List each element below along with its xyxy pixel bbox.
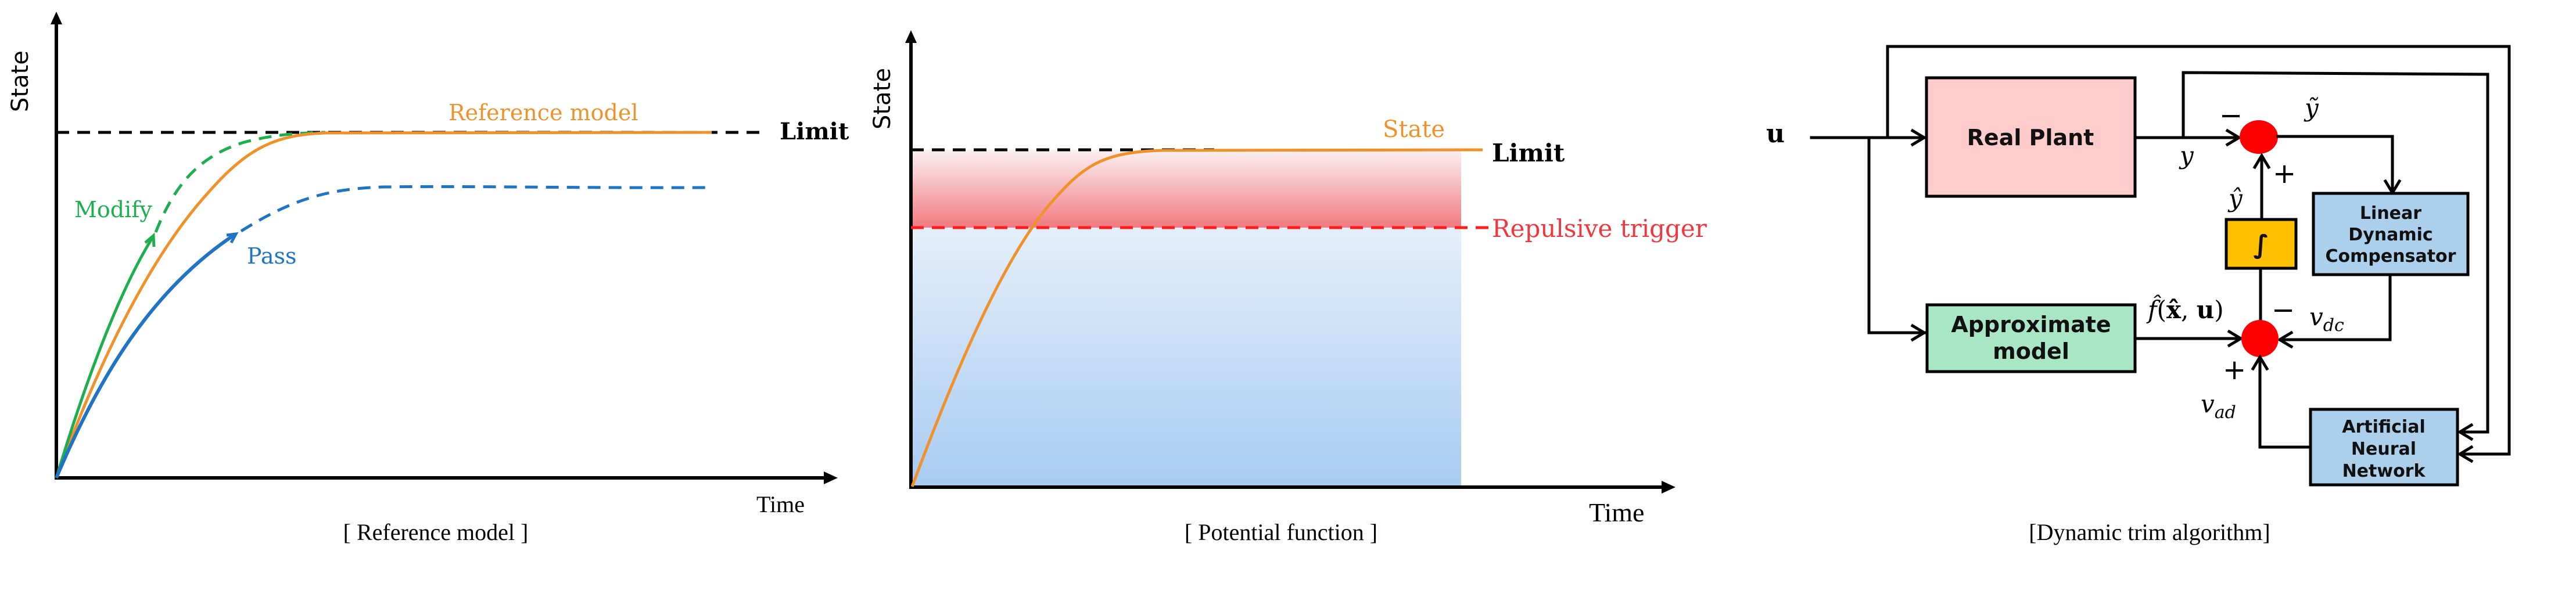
f-u: u [2197,296,2215,324]
state-curve [910,148,1483,487]
panel-potential-function: State State Limit Repulsive trigger Time… [869,30,1707,545]
ldc-label-line2: Dynamic [2348,225,2433,245]
limit-label: Limit [1492,139,1565,167]
approx-input-arrow [1910,323,1927,342]
modify-curve [55,237,154,478]
pass-curve [55,233,236,479]
ann-input-arrow-inner [2457,423,2474,441]
panel-caption: [ Reference model ] [343,519,529,545]
pass-arrowhead [226,232,239,244]
x-axis-label: Time [1589,498,1644,527]
x-axis-arrowhead [1662,481,1676,494]
ldc-label-line1: Linear [2360,203,2421,224]
vad-wire [2258,357,2312,449]
modify-curve-dashed [154,131,326,233]
limit-label: Limit [780,118,849,145]
approx-input-wire [1867,136,1926,334]
panel-caption: [ Potential function ] [1185,519,1377,545]
y-axis-arrowhead [905,30,917,43]
ann-label-line1: Artificial [2342,417,2425,437]
sum1-minus-sign: − [2219,99,2243,132]
safe-zone [911,228,1461,487]
y-axis-arrowhead [51,12,62,24]
ann-label-line2: Neural [2351,439,2416,459]
ann-input-arrow-outer [2457,445,2474,463]
real-plant-block [1925,76,2137,198]
sum1-plus-sign: + [2273,157,2296,190]
f-open-paren: ( [2157,296,2166,324]
f-comma: , [2181,296,2197,324]
approx-model-label-line1: Approximate [1951,312,2111,337]
approx-model-label-line2: model [1993,339,2069,364]
reference-model-label: Reference model [449,100,638,125]
state-label: State [1383,116,1445,143]
summing-junction-2 [2241,320,2279,357]
vad-v: v [2201,390,2215,418]
signal-y-tilde-label: ỹ [2304,93,2319,122]
panel-caption: [Dynamic trim algorithm] [2029,519,2270,545]
outer-loop-wire [1886,45,2511,456]
plant-input-arrow [1910,128,1927,147]
panel-dynamic-trim: u Real Plant y − ỹ Linear Dynamic Compen… [1766,45,2511,545]
sum1-yhat-arrow [2252,153,2271,170]
x-axis-arrowhead [824,471,838,484]
sum2-vdc-arrow [2277,330,2294,349]
repulsive-trigger-label: Repulsive trigger [1492,214,1707,243]
vdc-v: v [2309,303,2323,331]
reference-model-curve [55,131,712,478]
signal-y-hat-label: ŷ [2227,184,2243,213]
sum2-vad-arrow [2251,354,2269,371]
signal-f-hat-label: f̂(x̂, u) [2146,294,2224,324]
sum2-minus-sign: − [2272,294,2295,326]
pass-label: Pass [247,243,297,269]
integrator-symbol: ∫ [2254,230,2269,260]
y-axis-label: State [869,68,896,129]
vdc-wire [2279,273,2392,341]
modify-label: Modify [74,197,152,222]
modify-arrowhead [144,232,156,247]
vdc-subscript: dc [2323,315,2344,336]
y-axis-label: State [7,51,34,112]
inner-loop-wire [2182,71,2489,434]
x-axis-label: Time [756,491,805,517]
signal-vad-label: vad [2201,390,2236,423]
ann-label-line3: Network [2342,461,2426,481]
ldc-label-line3: Compensator [2326,246,2456,267]
sum1-input-arrow [2225,128,2242,147]
pass-curve-dashed [240,185,706,233]
repulsive-zone [911,150,1461,228]
input-u-label: u [1766,119,1785,149]
panel-reference-model: State Modify Pass Reference model Limit … [7,12,849,545]
f-x-hat: x̂ [2166,296,2182,324]
sum2-plus-sign: + [2223,354,2246,386]
sum2-fhat-arrow [2227,329,2244,348]
error-wire [2276,135,2394,193]
signal-vdc-label: vdc [2309,303,2344,336]
ann-block [2309,408,2459,487]
f-close-paren: ) [2214,296,2223,324]
summing-junction-1 [2240,120,2278,154]
approx-model-block [1925,303,2137,373]
signal-y-label: y [2179,141,2194,170]
real-plant-label: Real Plant [1967,125,2094,150]
vad-subscript: ad [2215,402,2236,423]
